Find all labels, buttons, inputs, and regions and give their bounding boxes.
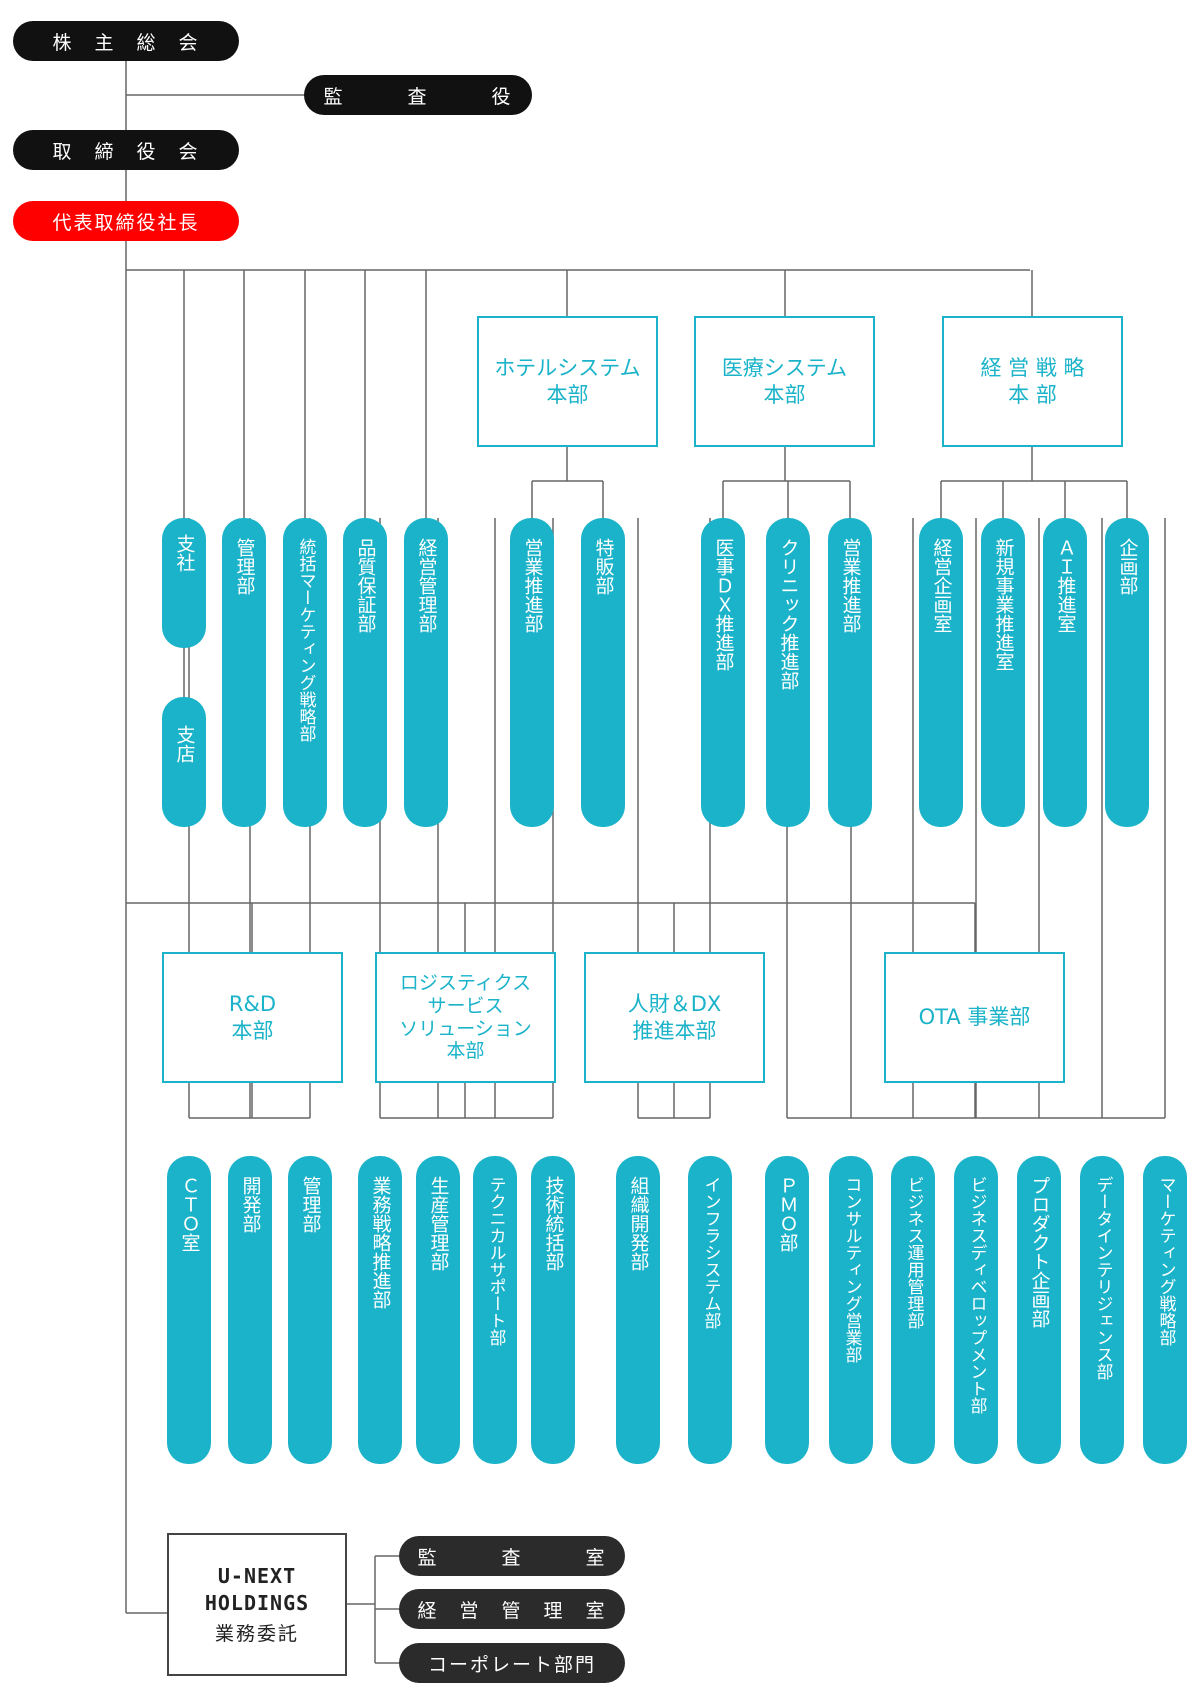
department-pill: 管理部 [288,1156,332,1464]
department-pill: マーケティング戦略部 [1143,1156,1187,1464]
medical-system-division: 医療システム 本部 [694,316,875,447]
department-pill: 組織開発部 [616,1156,660,1464]
department-pill: 開発部 [228,1156,272,1464]
auditor-label: 監 査 役 [323,85,513,108]
department-pill: クリニック推進部 [766,518,810,827]
board-label: 取 締 役 会 [52,140,200,163]
department-pill-label: ＡＩ推進室 [1054,538,1077,633]
hr-dx-division: 人財＆DX 推進本部 [584,952,765,1083]
department-pill-label: クリニック推進部 [777,538,800,690]
department-pill-label: 企画部 [1116,538,1139,595]
department-pill-label: マーケティング戦略部 [1155,1176,1176,1346]
department-pill-label: データインテリジェンス部 [1092,1176,1113,1380]
management-office: 経 営 管 理 室 [399,1589,625,1629]
president-label: 代表取締役社長 [52,211,200,234]
holdings-name-line2: HOLDINGS [204,1591,310,1615]
department-pill: ビジネス運用管理部 [891,1156,935,1464]
department-pill-label: インフラシステム部 [700,1176,721,1329]
department-pill-label: 管理部 [299,1176,322,1233]
unext-holdings-box: U-NEXT HOLDINGS 業務委託 [167,1533,347,1676]
admin-dept-label: 管理部 [233,538,256,595]
hotel-system-division: ホテルシステム 本部 [477,316,658,447]
marketing-strategy-label: 統括マーケティング戦略部 [295,538,316,742]
department-pill: 特販部 [581,518,625,827]
department-pill: インフラシステム部 [688,1156,732,1464]
department-pill: 技術統括部 [531,1156,575,1464]
department-pill-label: 新規事業推進室 [992,538,1015,671]
ota-division: OTA 事業部 [884,952,1065,1083]
branch-office-pill: 支社 [162,518,206,648]
admin-dept-pill: 管理部 [222,518,266,827]
department-pill-label: 特販部 [592,538,615,595]
department-pill-label: 生産管理部 [427,1176,450,1271]
department-pill-label: コンサルティング営業部 [841,1176,862,1363]
department-pill: テクニカルサポート部 [473,1156,517,1464]
marketing-strategy-pill: 統括マーケティング戦略部 [283,518,327,827]
branch-office-label: 支社 [173,534,196,572]
corporate-division-label: コーポレート部門 [427,1653,596,1676]
department-pill: 業務戦略推進部 [358,1156,402,1464]
department-pill-label: ビジネス運用管理部 [903,1176,924,1329]
management-strategy-division: 経 営 戦 略 本 部 [942,316,1123,447]
department-pill: 新規事業推進室 [981,518,1025,827]
logistics-division: ロジスティクス サービス ソリューション 本部 [375,952,556,1083]
department-pill: 営業推進部 [510,518,554,827]
quality-assurance-label: 品質保証部 [354,538,377,633]
audit-office: 監 査 室 [399,1536,625,1576]
department-pill: ＡＩ推進室 [1043,518,1087,827]
department-pill: 経営企画室 [919,518,963,827]
department-pill-label: 営業推進部 [839,538,862,633]
department-pill-label: 組織開発部 [627,1176,650,1271]
president: 代表取締役社長 [13,201,239,241]
department-pill: 生産管理部 [416,1156,460,1464]
quality-assurance-pill: 品質保証部 [343,518,387,827]
department-pill: ＰＭＯ部 [765,1156,809,1464]
department-pill: 企画部 [1105,518,1149,827]
department-pill: コンサルティング営業部 [829,1156,873,1464]
management-admin-pill: 経営管理部 [404,518,448,827]
branch-store-label: 支店 [173,725,196,763]
department-pill-label: 技術統括部 [542,1176,565,1271]
department-pill-label: 営業推進部 [521,538,544,633]
department-pill-label: 経営企画室 [930,538,953,633]
department-pill: ＣＴＯ室 [167,1156,211,1464]
corporate-division: コーポレート部門 [399,1643,625,1683]
branch-store-pill: 支店 [162,697,206,827]
department-pill-label: プロダクト企画部 [1028,1176,1051,1328]
management-admin-label: 経営管理部 [415,538,438,633]
department-pill-label: ＣＴＯ室 [178,1176,201,1252]
department-pill-label: 医事ＤＸ推進部 [712,538,735,671]
auditor: 監 査 役 [304,75,532,115]
department-pill: 営業推進部 [828,518,872,827]
department-pill: プロダクト企画部 [1017,1156,1061,1464]
department-pill: ビジネスディベロップメント部 [954,1156,998,1464]
department-pill-label: ＰＭＯ部 [776,1176,799,1252]
shareholders-label: 株 主 総 会 [52,31,200,54]
management-office-label: 経 営 管 理 室 [417,1599,607,1622]
shareholders-meeting: 株 主 総 会 [13,21,239,61]
department-pill-label: テクニカルサポート部 [485,1176,506,1346]
department-pill-label: 開発部 [239,1176,262,1233]
holdings-outsourcing-label: 業務委託 [214,1623,299,1645]
audit-office-label: 監 査 室 [417,1546,607,1569]
department-pill-label: 業務戦略推進部 [369,1176,392,1309]
rnd-division: R&D 本部 [162,952,343,1083]
department-pill-label: ビジネスディベロップメント部 [966,1176,987,1414]
department-pill: 医事ＤＸ推進部 [701,518,745,827]
holdings-name-line1: U-NEXT [217,1564,297,1588]
board-of-directors: 取 締 役 会 [13,130,239,170]
department-pill: データインテリジェンス部 [1080,1156,1124,1464]
